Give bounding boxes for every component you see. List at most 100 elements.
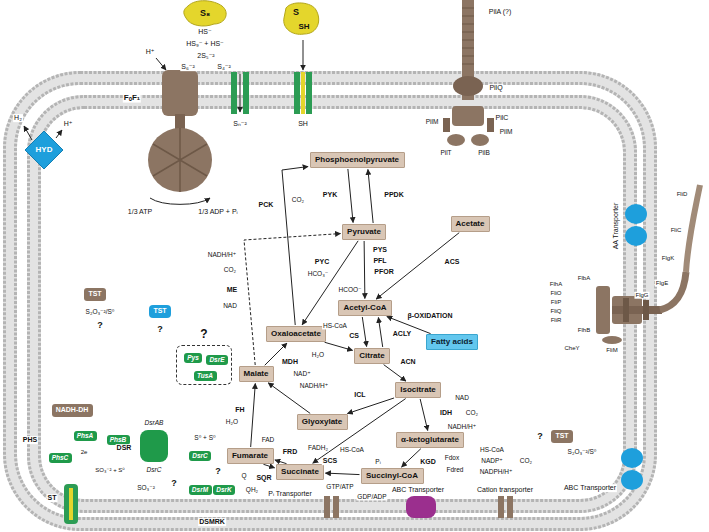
inner-membrane: [40, 108, 625, 501]
pilus-label: PilM: [425, 118, 440, 125]
sulfur-protein-box: TusA: [194, 371, 217, 381]
node-text: PhsA: [77, 432, 94, 439]
sulfur-species: S₈: [199, 9, 211, 19]
flagellum-label: FlgE: [655, 280, 669, 287]
sulfur-protein-label: 2e: [80, 449, 89, 456]
reaction-arrow: [244, 234, 341, 365]
pilus-label: PilQ: [488, 84, 503, 92]
reaction-arrow: [378, 317, 382, 347]
flagellum-label: FliC: [670, 227, 683, 234]
protein-box: TST: [551, 430, 573, 443]
sulfur-protein-box: DsrC: [189, 451, 211, 461]
sulfur-protein-label: ?: [170, 479, 178, 489]
sulfur-species: HS⁻: [197, 28, 212, 36]
atp-synthase: [153, 128, 207, 192]
cofactor-label: Fdred: [446, 466, 465, 473]
node-text: DsrC: [192, 452, 208, 459]
metabolite-box: Fumarate: [227, 448, 274, 464]
inner-membrane: [34, 102, 630, 506]
node-text: Acetyl-CoA: [343, 303, 386, 312]
cofactor-label: HS-CoA: [322, 322, 348, 329]
energy-label: 1/3 ATP: [127, 208, 153, 216]
cofactor-label: NAD⁺: [292, 370, 311, 377]
metabolite-box: Citrate: [354, 348, 390, 364]
reaction-arrow: [384, 365, 406, 382]
cofactor-label: NAD: [454, 394, 470, 401]
transporter-label: Pᵢ Transporter: [267, 490, 313, 498]
node-text: Fumarate: [232, 451, 268, 460]
reaction-arrow: [402, 449, 421, 467]
cofactor-label: HCO₃⁻: [307, 270, 330, 277]
enzyme-label: CS: [348, 332, 360, 340]
hydrogenase-arrows: [56, 130, 62, 138]
cofactor-label: NAD: [222, 302, 238, 309]
type-iv-pilus: [462, 8, 474, 64]
node-text: PhsB: [110, 436, 127, 443]
flagellum-label: FliP: [550, 299, 562, 306]
transporter-label: AA Transporter: [612, 202, 620, 251]
flagellum: [686, 185, 700, 272]
polysulfide-transporter: [231, 40, 312, 114]
membrane-transporter: [69, 488, 73, 520]
hydrogenase-outline: [25, 131, 63, 169]
membrane-transporter: [333, 496, 339, 518]
sulfur-protein-box: DsrK: [213, 485, 235, 495]
sulfur-species: SH: [297, 120, 309, 128]
energy-label: FₒF₁: [123, 94, 141, 103]
cofactor-label: CO₂: [519, 457, 533, 464]
type-iv-pilus: [452, 106, 484, 126]
dashed-group-box: ?PysDsrETusA: [176, 345, 232, 385]
flagellum-label: FlhA: [549, 281, 563, 288]
outer-membrane: [5, 73, 656, 530]
type-iv-pilus: [443, 118, 450, 132]
type-iv-pilus: [443, 0, 494, 146]
reaction-arrow: [420, 399, 428, 431]
cofactor-label: FADH₂: [307, 444, 329, 451]
energy-label: 1/3 ADP + Pᵢ: [197, 208, 238, 216]
enzyme-label: IDH: [439, 409, 453, 417]
sulfur-protein-box: DsrM: [189, 485, 212, 495]
metabolite-box: Isocitrate: [395, 382, 441, 398]
hydrogenase-symbol: HYD: [24, 130, 64, 170]
sulfur-species: S₄⁻²: [216, 63, 232, 71]
node-text: Glyoxylate: [302, 417, 342, 426]
metabolite-box: Malate: [239, 366, 274, 382]
enzyme-label: PYK: [322, 191, 338, 199]
sulfur-protein-label: DSMRK: [198, 518, 226, 526]
flagellum-label: FliQ: [550, 308, 563, 315]
metabolite-box: Acetate: [451, 216, 490, 232]
transporter-label: ?: [536, 432, 544, 442]
protein-box: TST: [149, 305, 171, 318]
enzyme-label: PFL: [372, 257, 387, 265]
sulfur-species: S: [292, 8, 300, 18]
flagellum-label: FliM: [605, 347, 618, 354]
cofactor-label: NADPH/H⁺: [479, 468, 514, 475]
abc-transporter: [406, 496, 436, 518]
sulfur-species: HS₉⁻ + HS⁻: [185, 40, 225, 48]
node-text: Fatty acids: [431, 337, 473, 346]
node-text: α-ketoglutarate: [401, 435, 459, 444]
metabolite-box: Glyoxylate: [297, 414, 348, 430]
atp-synthase: [148, 128, 212, 192]
enzyme-label: ACS: [444, 258, 461, 266]
abc-transporter: [406, 204, 647, 518]
sulfur-protein-label: S₂O₃⁻²/S⁰: [85, 308, 116, 315]
sulfur-species: 2S₅⁻²: [196, 52, 215, 60]
enzyme-label: ACLY: [392, 330, 412, 338]
atp-synthase: [175, 114, 185, 130]
sulfur-protein-label: SO₃⁻² + S⁰: [94, 467, 126, 474]
sulfur-protein-label: PHS: [22, 436, 38, 444]
flagellum: [602, 336, 622, 344]
protein-box: TST: [84, 288, 106, 301]
metabolite-box: Oxaloacetate: [266, 326, 326, 342]
sulfur-protein-label: ?: [214, 467, 222, 477]
enzyme-label: PFOR: [373, 268, 394, 276]
enzyme-label: PYS: [372, 246, 388, 254]
outer-membrane: [10, 78, 650, 524]
type-iv-pilus: [487, 118, 494, 132]
membrane-transporter: [64, 484, 513, 524]
node-text: Citrate: [359, 351, 384, 360]
cofactor-label: CO₂: [465, 409, 479, 416]
cofactor-label: H₂O: [225, 418, 239, 425]
sulfur-protein-label: DsrAB: [144, 419, 165, 426]
